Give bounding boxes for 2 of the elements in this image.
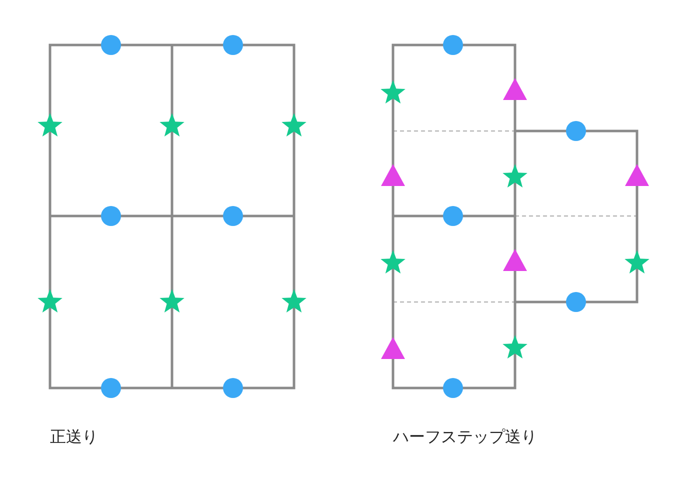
- pattern-caption: 正送り: [50, 427, 98, 448]
- pattern-caption: ハーフステップ送り: [393, 427, 537, 448]
